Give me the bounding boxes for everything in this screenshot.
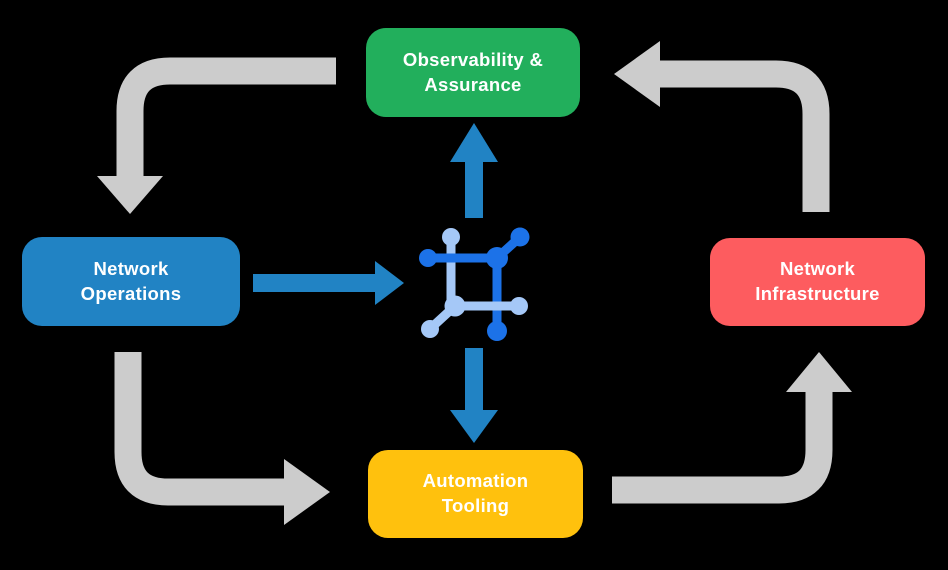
node-label-line: Network	[93, 257, 169, 279]
arrowhead-up-icon	[450, 123, 498, 162]
arrowhead-down-icon	[450, 410, 498, 443]
node-label-line: Infrastructure	[755, 283, 880, 304]
arrowhead-down-icon	[97, 176, 163, 214]
arrowhead-up-icon	[786, 352, 852, 392]
arrowhead-left-icon	[614, 41, 660, 107]
arrow-shaft	[116, 57, 336, 178]
network-automation-icon	[419, 227, 530, 341]
arrow-operations-to-platform	[253, 261, 404, 305]
node-automation-tooling: Automation Tooling	[368, 450, 583, 538]
node-label-line: Tooling	[441, 495, 510, 516]
arrow-automation-to-infrastructure	[612, 352, 852, 504]
node-label-line: Network	[779, 258, 856, 280]
arrowhead-right-icon	[375, 261, 404, 305]
node-label-line: Observability &	[402, 48, 544, 70]
arrow-shaft	[658, 60, 830, 212]
node-label-line: Operations	[80, 282, 182, 304]
arrow-shaft	[114, 352, 286, 506]
node-network-operations: Network Operations	[22, 237, 240, 326]
arrow-shaft	[612, 390, 833, 504]
arrow-platform-to-observability	[450, 123, 498, 218]
arrowhead-right-icon	[284, 459, 330, 525]
node-observability-assurance: Observability & Assurance	[366, 28, 580, 117]
arrow-platform-to-automation	[450, 348, 498, 443]
arrow-operations-to-automation	[114, 352, 330, 525]
node-network-infrastructure: Network Infrastructure	[710, 238, 925, 326]
node-label-line: Automation	[422, 470, 529, 492]
node-label-line: Assurance	[424, 73, 522, 95]
arrow-infrastructure-to-observability	[614, 41, 830, 212]
arrow-observability-to-operations	[97, 57, 336, 214]
